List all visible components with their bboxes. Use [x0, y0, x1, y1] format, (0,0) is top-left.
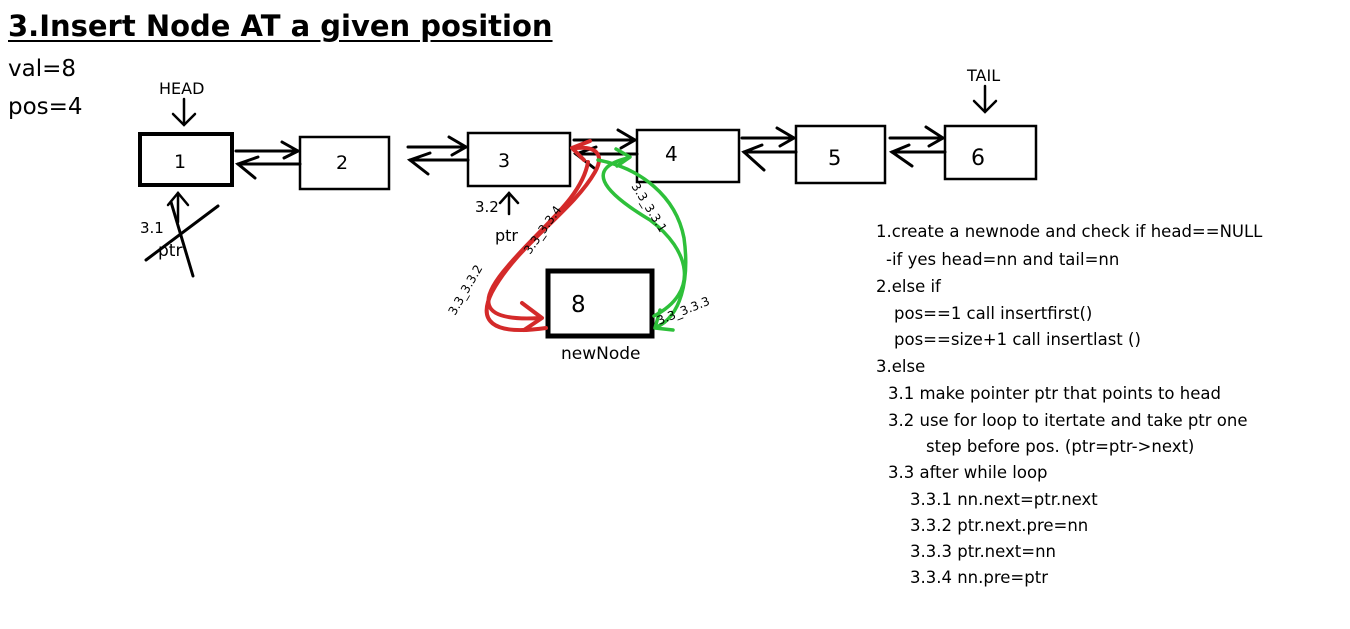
- red-arrowhead-to-nn-icon: [520, 301, 544, 332]
- node-box-6: [943, 124, 1038, 181]
- step-line: pos==1 call insertfirst(): [894, 304, 1093, 323]
- red-arrow-nn-to-ptr: [484, 145, 601, 333]
- page-title: 3.Insert Node AT a given position: [8, 9, 553, 43]
- step-mark-3-3-3: 3.3_3.3.3: [655, 294, 712, 328]
- double-link-1-2: [234, 140, 302, 180]
- double-link-2-3: [406, 135, 470, 176]
- step-mark-3-1: 3.1: [140, 219, 164, 237]
- step-mark-3-3-2: 3.3_3.3.2: [445, 262, 485, 317]
- green-arrowhead-to-nn-icon: [653, 308, 675, 332]
- step-mark-3-3-4: 3.3_3.3.4: [521, 203, 564, 257]
- head-label: HEAD: [159, 79, 204, 98]
- step-line: 3.3 after while loop: [888, 463, 1048, 482]
- red-arrowhead-to-ptr-icon: [570, 139, 592, 162]
- node-value-4: 4: [665, 142, 678, 166]
- cross-out-icon: [144, 200, 220, 278]
- green-arrowhead-to-next-icon: [614, 147, 632, 168]
- new-node-box: [545, 268, 655, 339]
- ptr-label-first: ptr: [158, 241, 182, 261]
- ptr-label-second: ptr: [495, 226, 518, 245]
- new-node-value: 8: [571, 292, 586, 318]
- step-line: step before pos. (ptr=ptr->next): [926, 437, 1195, 456]
- node-value-3: 3: [498, 150, 510, 172]
- node-box-1: [138, 132, 234, 187]
- green-arrows: [596, 147, 688, 332]
- double-link-5-6: [888, 125, 947, 168]
- double-link-4-5: [740, 126, 798, 172]
- step-line: 2.else if: [876, 277, 941, 296]
- node-value-6: 6: [971, 146, 985, 171]
- tail-arrow-icon: [972, 84, 998, 114]
- step-line: 3.2 use for loop to itertate and take pt…: [888, 411, 1248, 430]
- ptr-up-arrow-icon-3: [498, 191, 520, 216]
- node-value-1: 1: [174, 151, 186, 173]
- step-mark-3-3-1: 3.3_3.3.1: [628, 180, 669, 235]
- pos-label: pos=4: [8, 94, 83, 120]
- step-line: 3.1 make pointer ptr that points to head: [888, 384, 1221, 403]
- step-line: 1.create a newnode and check if head==NU…: [876, 222, 1263, 241]
- new-node-label: newNode: [561, 344, 641, 364]
- ptr-up-arrow-icon-1: [166, 191, 190, 224]
- green-arrow-ptr-to-nn: [596, 158, 688, 329]
- node-box-3: [466, 131, 572, 188]
- node-value-2: 2: [336, 152, 348, 174]
- node-box-5: [794, 124, 887, 185]
- head-arrow-icon: [171, 97, 197, 127]
- val-label: val=8: [8, 56, 77, 82]
- step-line: -if yes head=nn and tail=nn: [886, 250, 1120, 269]
- node-value-5: 5: [828, 146, 841, 170]
- tail-label: TAIL: [966, 66, 1000, 85]
- step-line: 3.3.4 nn.pre=ptr: [910, 568, 1048, 587]
- step-line: 3.3.3 ptr.next=nn: [910, 542, 1056, 561]
- step-line: 3.3.2 ptr.next.pre=nn: [910, 516, 1089, 535]
- node-box-4: [635, 128, 741, 184]
- green-arrow-nn-to-next: [601, 156, 687, 318]
- step-line: 3.else: [876, 357, 926, 376]
- step-line: pos==size+1 call insertlast (): [894, 330, 1141, 349]
- step-mark-3-2: 3.2: [475, 198, 499, 216]
- red-arrows: [484, 139, 601, 333]
- step-line: 3.3.1 nn.next=ptr.next: [910, 490, 1098, 509]
